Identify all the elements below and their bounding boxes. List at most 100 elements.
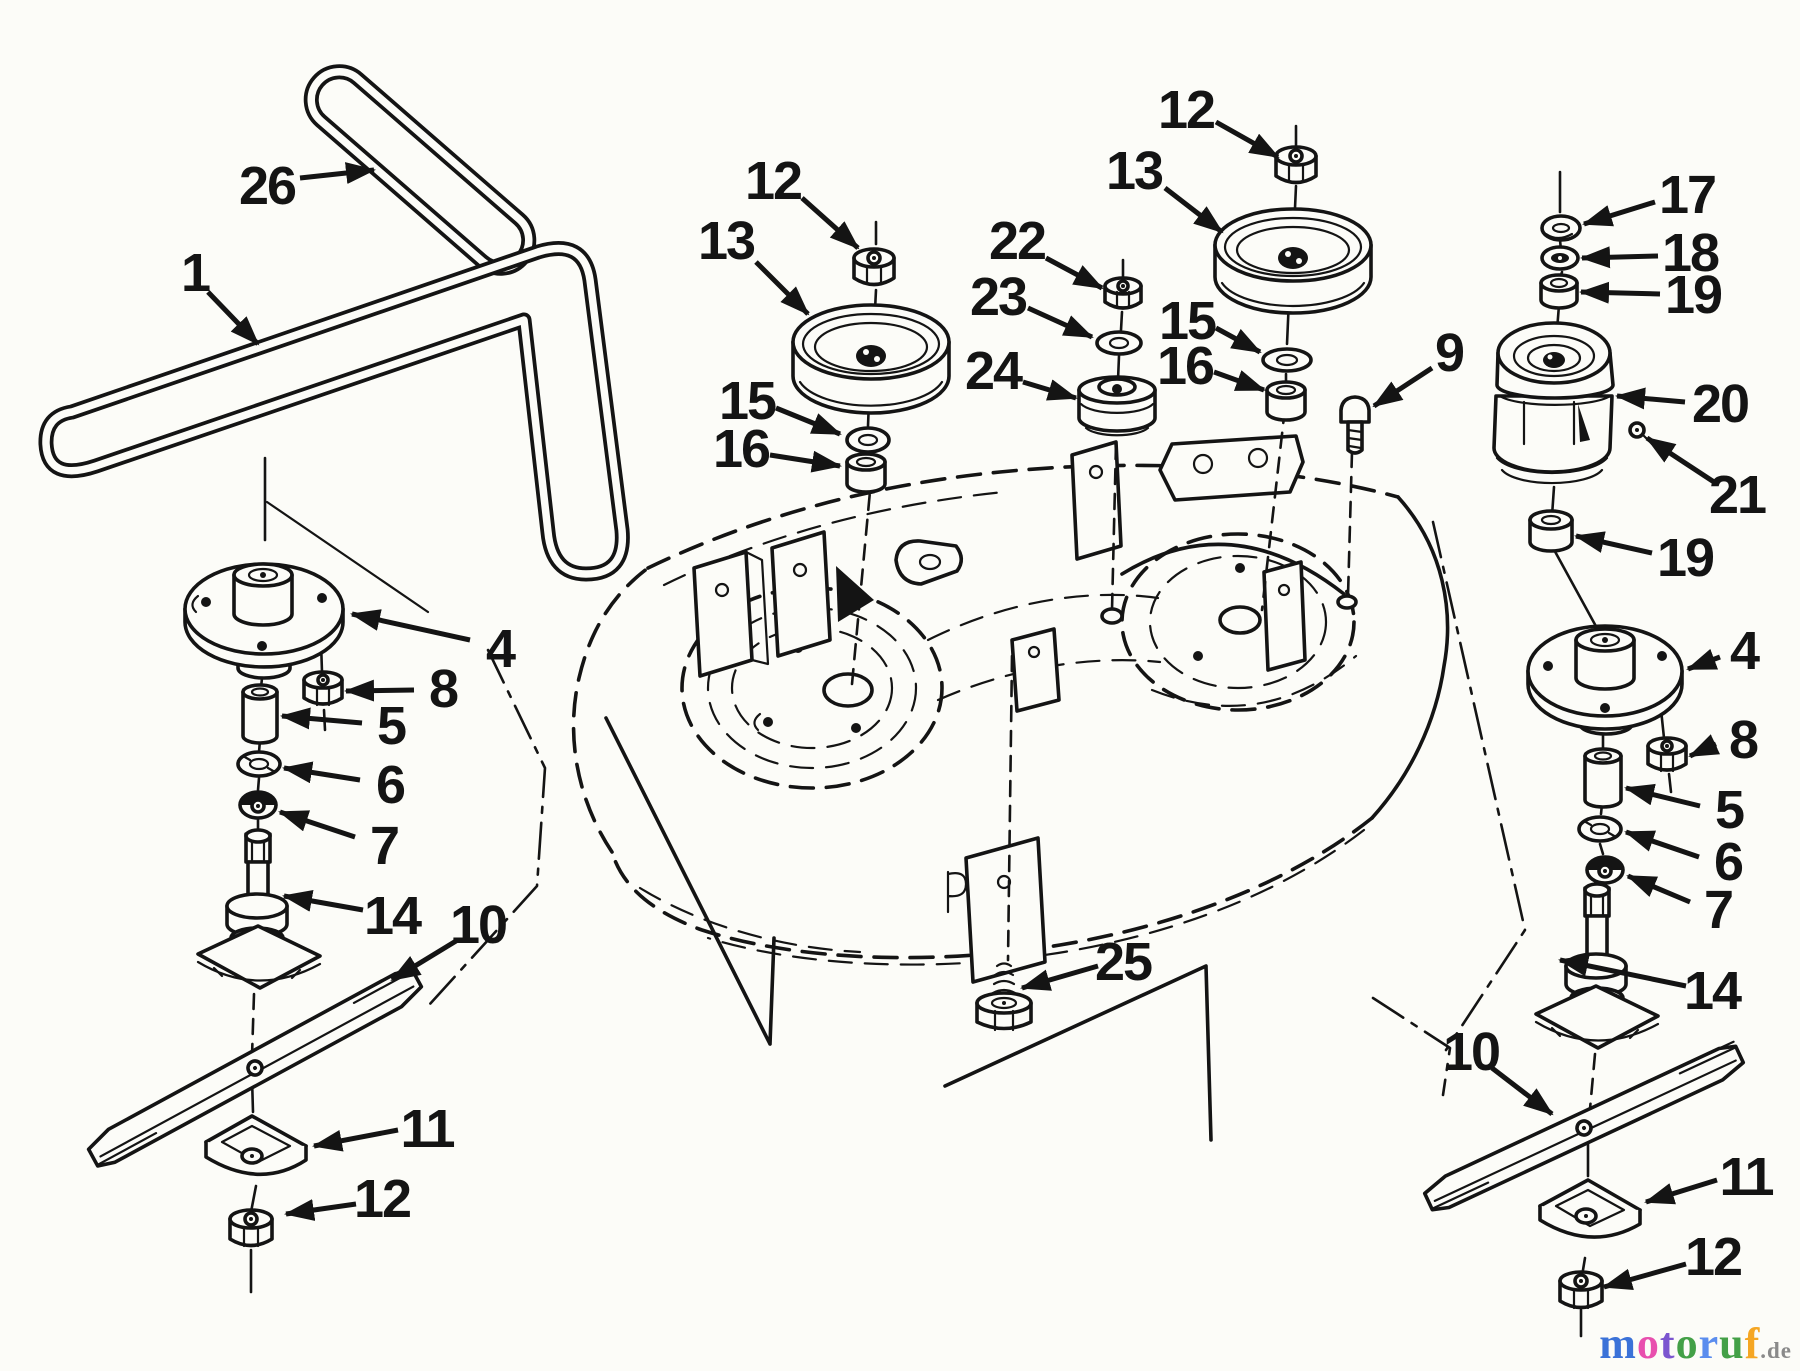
callout-label-10-26: 10 — [450, 895, 506, 955]
watermark-letter-0: m — [1599, 1319, 1637, 1368]
callout-label-4-29: 4 — [1730, 621, 1760, 681]
callout-arrow-12-10 — [1214, 119, 1280, 160]
callout-label-8-21: 8 — [429, 659, 458, 719]
callout-label-7-24: 7 — [370, 816, 398, 876]
callout-arrow-8-30 — [1688, 734, 1721, 759]
callout-arrow-20-17 — [1615, 387, 1686, 410]
callout-label-14-25: 14 — [364, 886, 422, 946]
spacer-19-upper — [1539, 273, 1579, 310]
spacer-16-left — [845, 452, 887, 494]
nut-12-right-top — [1274, 145, 1318, 185]
double-pulley-20 — [1492, 321, 1615, 485]
axis-lines — [249, 124, 1673, 1338]
callout-arrow-15-4 — [775, 405, 842, 437]
callout-label-13-9: 13 — [1106, 141, 1163, 201]
callout-arrow-16-5 — [769, 450, 842, 473]
callout-arrow-7-33 — [1626, 873, 1691, 905]
watermark-letter-2: t — [1659, 1319, 1676, 1368]
callout-label-24-8: 24 — [965, 341, 1023, 401]
callout-arrow-19-19 — [1574, 531, 1653, 556]
callout-arrow-8-21 — [344, 679, 415, 702]
callout-label-16-12: 16 — [1157, 336, 1214, 396]
blade-holder-11-right — [1538, 1178, 1642, 1239]
washer-23 — [1095, 330, 1143, 356]
pulley-13-right — [1213, 207, 1373, 315]
pulley-13-left — [791, 303, 951, 415]
callout-label-25-38: 25 — [1095, 932, 1152, 992]
callout-label-13-3: 13 — [698, 211, 755, 271]
callout-label-15-11: 15 — [1159, 291, 1216, 351]
callout-label-19-16: 19 — [1665, 265, 1722, 325]
callout-arrow-4-29 — [1686, 648, 1721, 672]
callout-arrow-1-1 — [206, 290, 260, 346]
spindle-shaft-14-left — [196, 828, 322, 990]
washer-6-right — [1577, 815, 1623, 843]
watermark-letter-4: r — [1698, 1319, 1720, 1368]
callout-label-11-27: 11 — [400, 1099, 454, 1159]
section-boundary-lines — [265, 500, 1527, 1097]
nut-12-left-bottom — [228, 1208, 274, 1248]
watermark-logo: motoruf.de — [1599, 1318, 1792, 1369]
callout-label-17-14: 17 — [1659, 165, 1715, 225]
callout-label-11-36: 11 — [1719, 1147, 1773, 1207]
lock-washer-17 — [1540, 214, 1582, 242]
spindle-housing-4-right — [1526, 624, 1684, 736]
watermark-suffix: .de — [1760, 1338, 1792, 1363]
callout-label-12-28: 12 — [354, 1169, 410, 1229]
screw-9 — [1339, 395, 1371, 455]
callout-arrow-10-26 — [390, 938, 458, 983]
watermark-letter-5: u — [1719, 1319, 1745, 1368]
callout-arrow-15-11 — [1214, 325, 1262, 355]
blade-10-right — [1422, 1040, 1746, 1212]
callout-arrow-12-28 — [284, 1199, 357, 1221]
callout-label-23-7: 23 — [970, 267, 1027, 327]
callout-label-5-22: 5 — [377, 696, 406, 756]
v-belt-1 — [38, 241, 630, 582]
callout-label-26-0: 26 — [239, 156, 296, 216]
callout-arrow-25-38 — [1020, 963, 1099, 991]
callout-arrow-14-25 — [282, 890, 364, 913]
nut-12-left-top — [852, 247, 896, 287]
callout-label-5-31: 5 — [1715, 780, 1744, 840]
callout-arrow-21-18 — [1645, 435, 1716, 485]
bearing-7-right — [1585, 855, 1625, 885]
callout-arrow-9-13 — [1372, 365, 1434, 409]
callout-label-22-6: 22 — [989, 211, 1045, 271]
callout-arrow-13-9 — [1163, 186, 1224, 234]
washer-15-right — [1261, 347, 1313, 373]
callout-arrow-17-14 — [1582, 199, 1656, 227]
callout-arrow-6-23 — [282, 761, 361, 784]
callout-label-20-17: 20 — [1692, 374, 1748, 434]
callout-label-14-34: 14 — [1684, 961, 1742, 1021]
callout-arrow-12-2 — [800, 196, 860, 250]
watermark-letter-1: o — [1636, 1319, 1660, 1368]
callout-arrow-18-15 — [1580, 246, 1659, 269]
mower-deck — [571, 434, 1450, 1142]
spacer-5-right — [1583, 747, 1623, 809]
callout-label-6-23: 6 — [376, 755, 405, 815]
spacer-5-left — [241, 683, 279, 745]
washer-6-left — [236, 750, 282, 778]
callout-arrow-4-20 — [350, 609, 471, 643]
callout-label-18-15: 18 — [1662, 223, 1719, 283]
callout-label-12-37: 12 — [1685, 1227, 1741, 1287]
callout-label-12-2: 12 — [745, 151, 801, 211]
callout-arrow-23-7 — [1026, 305, 1094, 340]
callout-arrow-19-16 — [1579, 281, 1661, 304]
watermark-letters: motoruf — [1599, 1319, 1760, 1368]
nut-12-right-bottom — [1558, 1270, 1604, 1310]
callout-arrow-12-37 — [1602, 1261, 1687, 1291]
washer-18 — [1540, 245, 1580, 271]
callout-label-21-18: 21 — [1709, 465, 1766, 525]
callout-label-10-35: 10 — [1443, 1022, 1499, 1082]
callout-label-16-5: 16 — [713, 419, 770, 479]
blade-holder-11-left — [204, 1114, 308, 1177]
callout-arrow-6-32 — [1624, 829, 1700, 860]
callout-label-9-13: 9 — [1435, 323, 1464, 383]
bolt-25 — [975, 962, 1033, 1032]
callout-arrow-11-36 — [1644, 1177, 1718, 1205]
callout-label-8-30: 8 — [1729, 710, 1758, 770]
v-belt-26 — [303, 64, 537, 276]
